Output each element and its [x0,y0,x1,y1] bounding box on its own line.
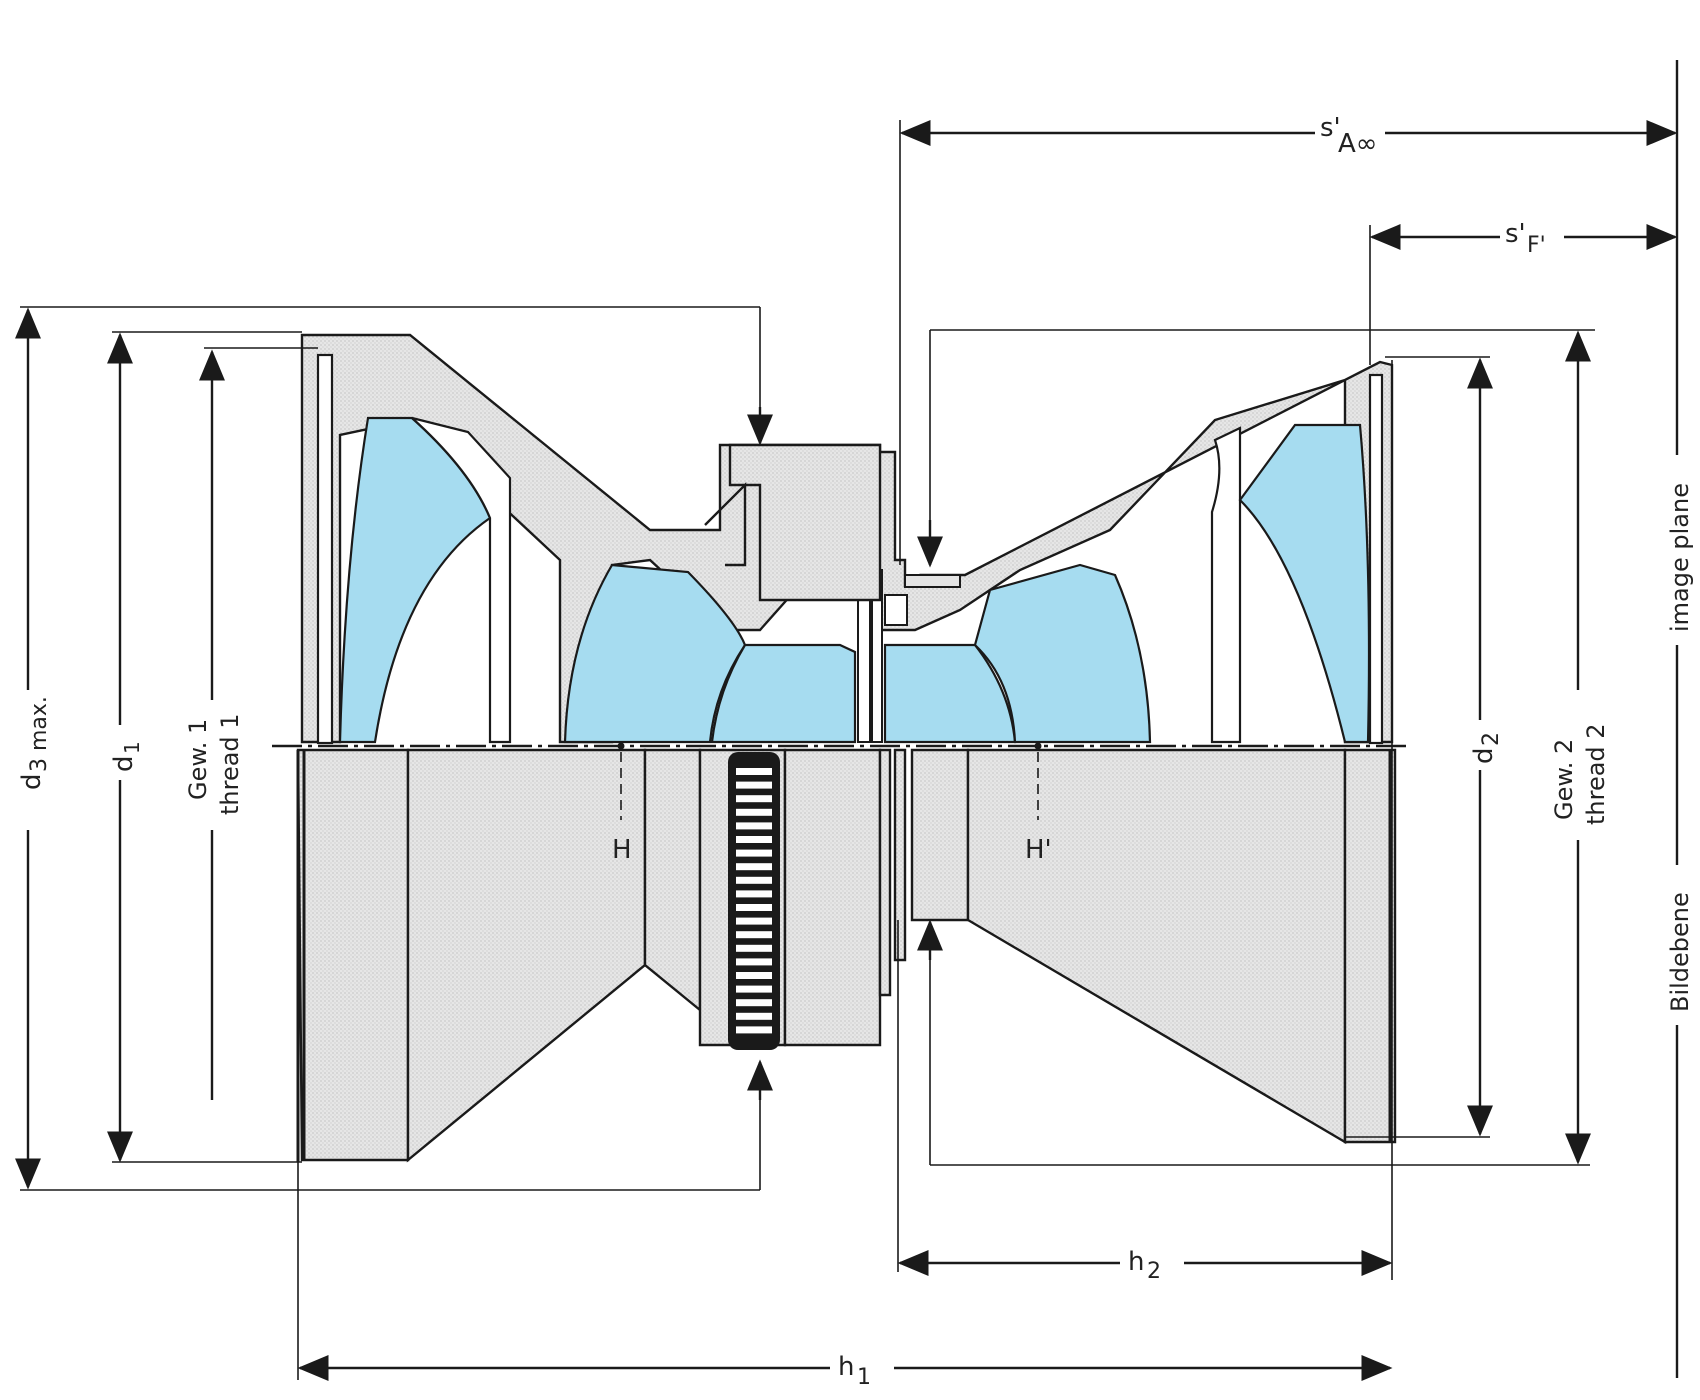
label-image-plane: image plane [1666,483,1694,632]
label-s-a-sub: A∞ [1338,129,1377,159]
label-s-f-sub: F' [1527,233,1546,258]
knurl-row [736,985,772,993]
label-gew1-group: Gew. 1 [184,719,212,800]
label-d1-sub: 1 [120,741,144,754]
third-lens [710,643,857,744]
knurl-row [736,958,772,966]
knurl-rows [736,768,772,1034]
label-gew1: Gew. 1 [184,719,212,800]
fifth-lens [973,563,1152,744]
knurl-row [736,931,772,939]
front-rims-lower [296,750,1392,1162]
knurl-row [736,836,772,843]
label-d3: d [17,773,47,790]
label-s-a: s' [1320,113,1341,143]
knurl-row [736,822,772,830]
label-d3-group: d 3 max. [17,696,52,790]
label-bildebene-group: Bildebene [1666,892,1694,1012]
label-d2-sub: 2 [1479,732,1504,746]
shutter-body-lower [783,748,882,1047]
label-gew2: Gew. 2 [1550,739,1578,820]
center-plate-lower [878,748,892,997]
knurl-row [736,1026,772,1034]
upper-section [300,333,1394,745]
front-barrel-lower [296,748,410,1162]
label-thread1: thread 1 [216,713,244,815]
knurl-row [736,1012,772,1020]
label-h1: h [838,1352,854,1382]
knurl-row [736,863,772,871]
front-spacer [411,416,512,744]
label-s-f: s' [1505,219,1526,249]
rear-barrel-lower [1343,748,1397,1144]
rear-retainer [1368,373,1384,745]
knurl-row [736,999,772,1007]
mount-flange [904,574,961,588]
shutter-lever [704,482,747,567]
knurl-row [736,849,772,857]
label-thread2: thread 2 [1582,723,1610,825]
label-thread2-group: thread 2 [1582,723,1610,825]
label-d2-group: d 2 [1469,732,1504,764]
rear-lens [1238,423,1371,744]
center-stem-lower [893,748,907,962]
lower-housing [296,748,1397,1163]
rear-collar-lower [910,748,970,922]
knurl-row [736,917,772,925]
knurl-row [736,972,772,979]
label-d1-group: d 1 [109,741,144,772]
mount-screw [884,594,908,626]
label-d3-sub: 3 max. [27,696,52,772]
second-lens [563,563,747,744]
label-d2: d [1469,747,1499,764]
front-cone-lower [406,748,647,1163]
front-retainer [316,353,334,745]
knurl-row [736,781,772,789]
label-d1: d [109,755,139,772]
knurl-row [736,808,772,816]
label-h: H [612,835,632,865]
focus-ring-knurl [728,752,780,1050]
label-thread1-group: thread 1 [216,713,244,815]
knurl-row [736,795,772,803]
label-image-plane-group: image plane [1666,483,1694,632]
knurl-row [736,944,772,952]
rear-spacer [1210,426,1242,744]
label-h1-sub: 1 [857,1365,871,1390]
label-gew2-group: Gew. 2 [1550,739,1578,820]
knurl-row [736,876,772,884]
knurl-row [736,890,772,898]
rear-cone-lower [966,748,1347,1145]
label-gaps [12,112,1700,1388]
label-h-prime: H' [1025,835,1052,865]
labels: s' A∞ s' F' d 3 max. d 1 Gew. 1 thread 1… [17,113,1694,1390]
label-h2: h [1128,1247,1144,1277]
label-h2-sub: 2 [1147,1259,1161,1284]
principal-plane-marks [617,742,1042,820]
label-bildebene: Bildebene [1666,892,1694,1012]
front-tube-lower [643,748,702,1013]
knurl-row [736,904,772,911]
shutter-top-block [728,443,882,602]
knurl-row [736,768,772,775]
